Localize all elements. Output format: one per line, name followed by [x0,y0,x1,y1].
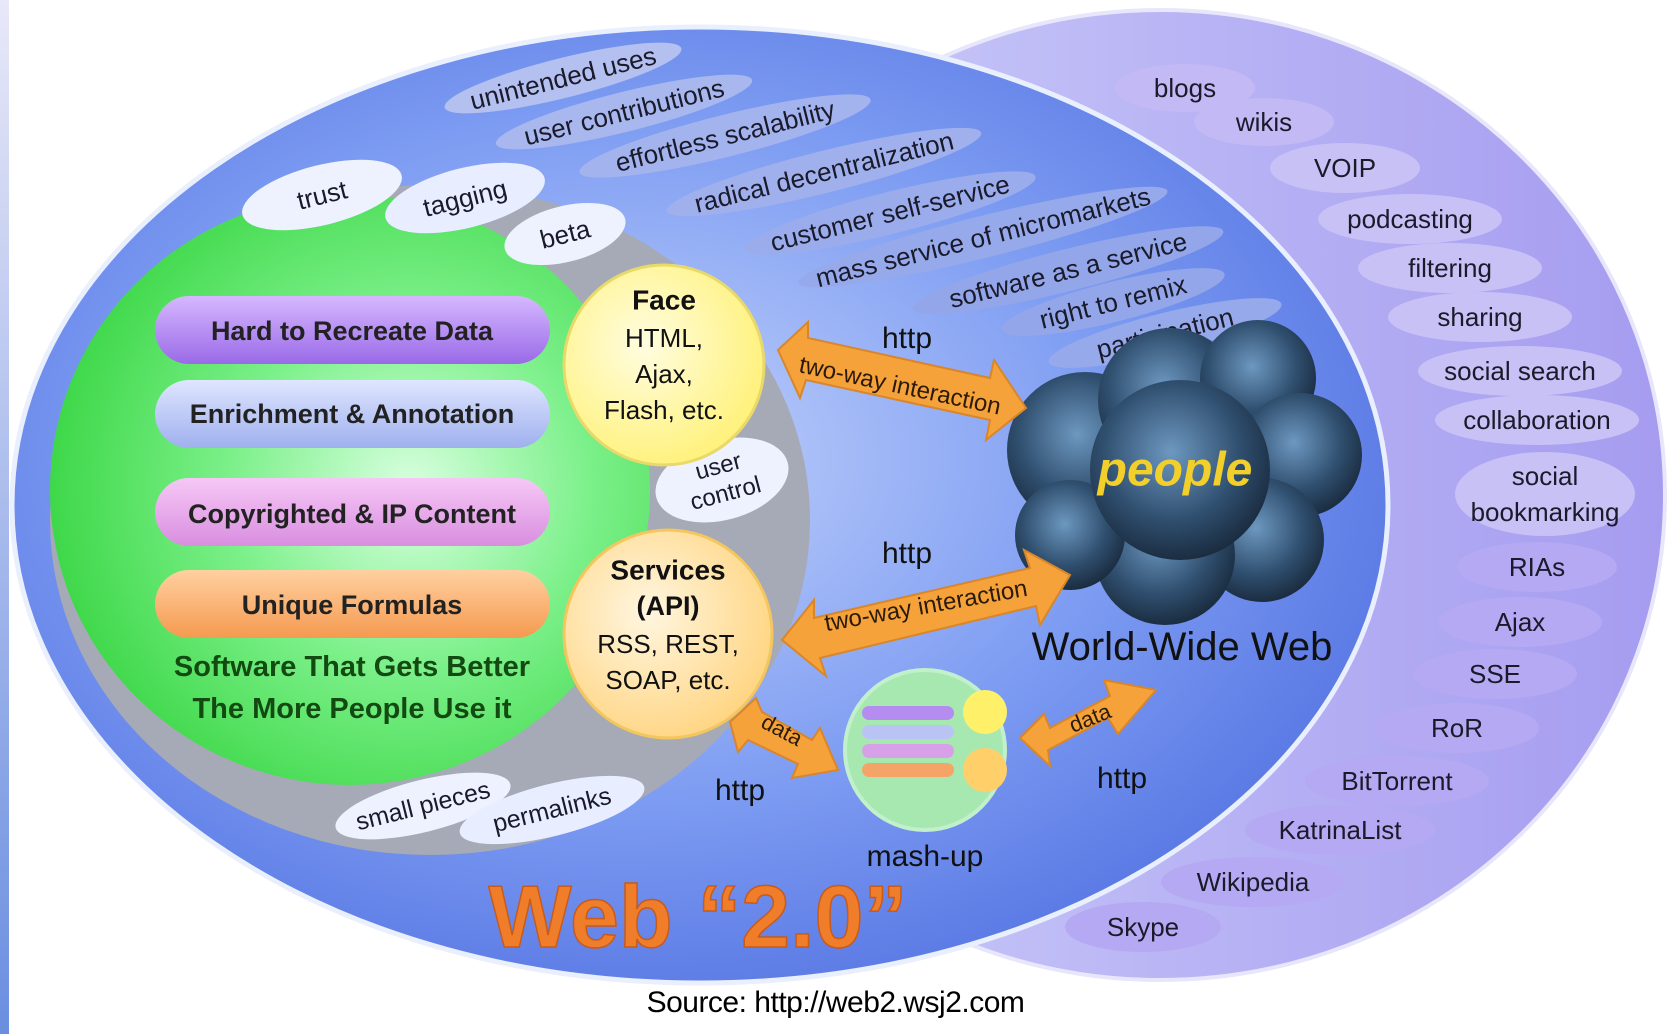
face-line: Ajax, [635,359,693,389]
source-url: : http://web2.wsj2.com [738,986,1025,1019]
tech-label: wikis [1235,107,1292,137]
mashup-icon [843,668,1007,832]
core-caption-line: The More People Use it [192,693,511,725]
core-item-label: Hard to Recreate Data [211,316,494,346]
tech-pill: social bookmarking [1455,452,1635,536]
source-line: Source: http://web2.wsj2.com [0,986,1671,1020]
tech-pill: RIAs [1457,542,1617,592]
tech-pill: BitTorrent [1305,756,1489,806]
tech-label: Ajax [1495,607,1546,637]
arrow-data-right: data [1018,678,1158,769]
keyword-pill: tagging [385,162,545,234]
tech-label: blogs [1154,73,1216,103]
tech-pill: RoR [1375,703,1539,753]
keyword-pill: beta [504,202,626,266]
tech-pill: VOIP [1270,143,1420,193]
tech-pill: Skype [1065,902,1221,952]
right-technology-pills: blogs wikis VOIP podcasting filtering sh… [1065,64,1639,952]
tech-label: Skype [1107,912,1179,942]
tech-label: BitTorrent [1341,766,1453,796]
tech-pill: social search [1418,346,1622,396]
arrow-data-left: data [728,696,840,780]
face-circle [562,263,766,467]
people-label: people [1096,444,1253,497]
mashup-label: mash-up [867,840,984,873]
http-label: http [882,322,932,355]
tech-label: sharing [1437,302,1522,332]
tech-pill: blogs [1115,64,1255,112]
face-line: HTML, [625,323,703,353]
world-wide-web-label: World-Wide Web [1032,625,1333,669]
services-line: RSS, REST, [597,629,739,659]
tech-label: RoR [1431,713,1483,743]
tech-label: podcasting [1347,204,1473,234]
tech-label: RIAs [1509,552,1565,582]
core-items: Hard to Recreate Data Enrichment & Annot… [155,296,550,725]
tech-pill: Ajax [1438,597,1602,647]
core-item-pill [155,478,550,546]
keyword-pill: trust [242,159,402,231]
tech-label: collaboration [1463,405,1610,435]
tech-pill: filtering [1358,243,1542,293]
tech-pill: SSE [1413,649,1577,699]
http-label: http [715,774,765,807]
core-item-pill [155,380,550,448]
tech-pill: wikis [1194,98,1334,146]
core-item-pill [155,296,550,364]
core-item-label: Unique Formulas [242,590,463,620]
tech-label: filtering [1408,253,1492,283]
web2-title: Web “2.0” [489,867,908,966]
face-title: Face [632,285,696,316]
tech-label: Wikipedia [1197,867,1310,897]
tech-label: SSE [1469,659,1521,689]
tech-pill: sharing [1388,292,1572,342]
tech-label: KatrinaList [1279,815,1403,845]
face-line: Flash, etc. [604,395,724,425]
left-edge-strip [0,0,9,1034]
core-item-label: Copyrighted & IP Content [188,499,516,529]
services-line: (API) [637,591,700,621]
services-circle [562,528,774,740]
services-title: Services [610,555,725,586]
source-key: Source [646,986,740,1019]
core-caption-line: Software That Gets Better [174,651,530,683]
people-cloud: people [1007,320,1362,625]
tech-label: VOIP [1314,153,1376,183]
core-item-label: Enrichment & Annotation [190,399,515,429]
tech-label: social search [1444,356,1596,386]
tech-label: bookmarking [1471,497,1620,527]
tech-pill: KatrinaList [1245,805,1435,855]
http-label: http [882,537,932,570]
services-line: SOAP, etc. [605,665,730,695]
tech-pill: podcasting [1318,194,1502,244]
tech-pill: Wikipedia [1161,857,1345,907]
core-item-pill [155,570,550,638]
tech-label: social [1512,461,1578,491]
http-label: http [1097,762,1147,795]
tech-pill: collaboration [1435,395,1639,445]
